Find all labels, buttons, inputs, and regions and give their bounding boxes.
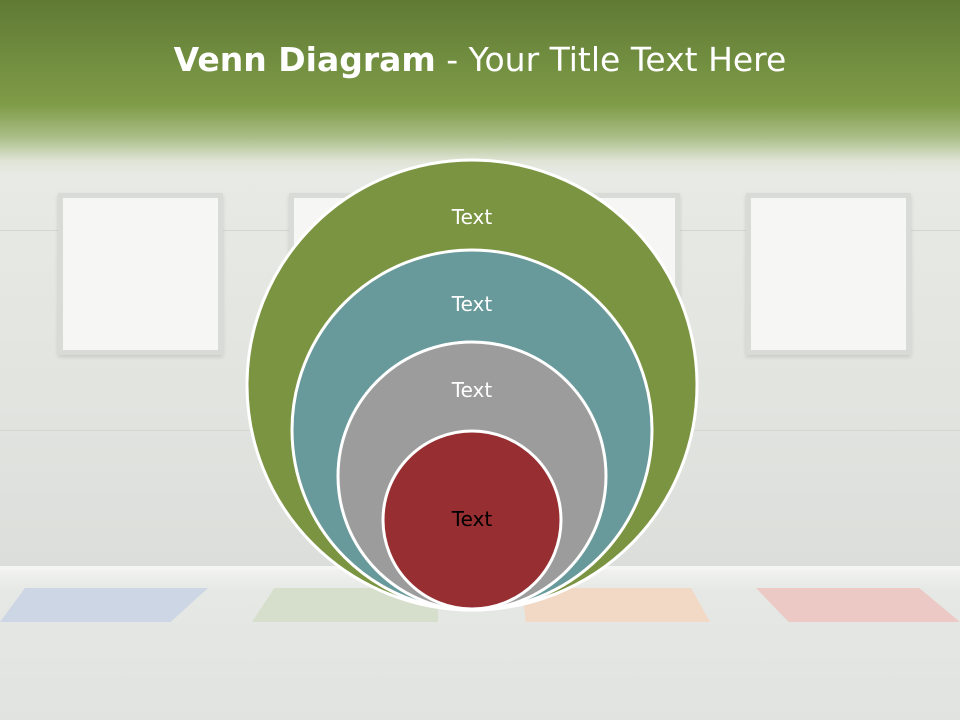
circle-inner [381,429,563,611]
picture-frame-1 [58,193,223,355]
title-band [0,0,960,175]
circle-inner-label: Text [451,507,493,531]
picture-frame-4 [746,193,911,355]
circle-third-label: Text [451,378,493,402]
slide-title: Venn Diagram - Your Title Text Here [0,40,960,79]
floor-mat-blue [0,588,208,622]
title-rest: - Your Title Text Here [435,40,787,79]
circle-second-label: Text [451,292,493,316]
floor-mat-red [756,588,960,622]
title-bold: Venn Diagram [173,40,436,79]
circle-outer-label: Text [451,205,493,229]
